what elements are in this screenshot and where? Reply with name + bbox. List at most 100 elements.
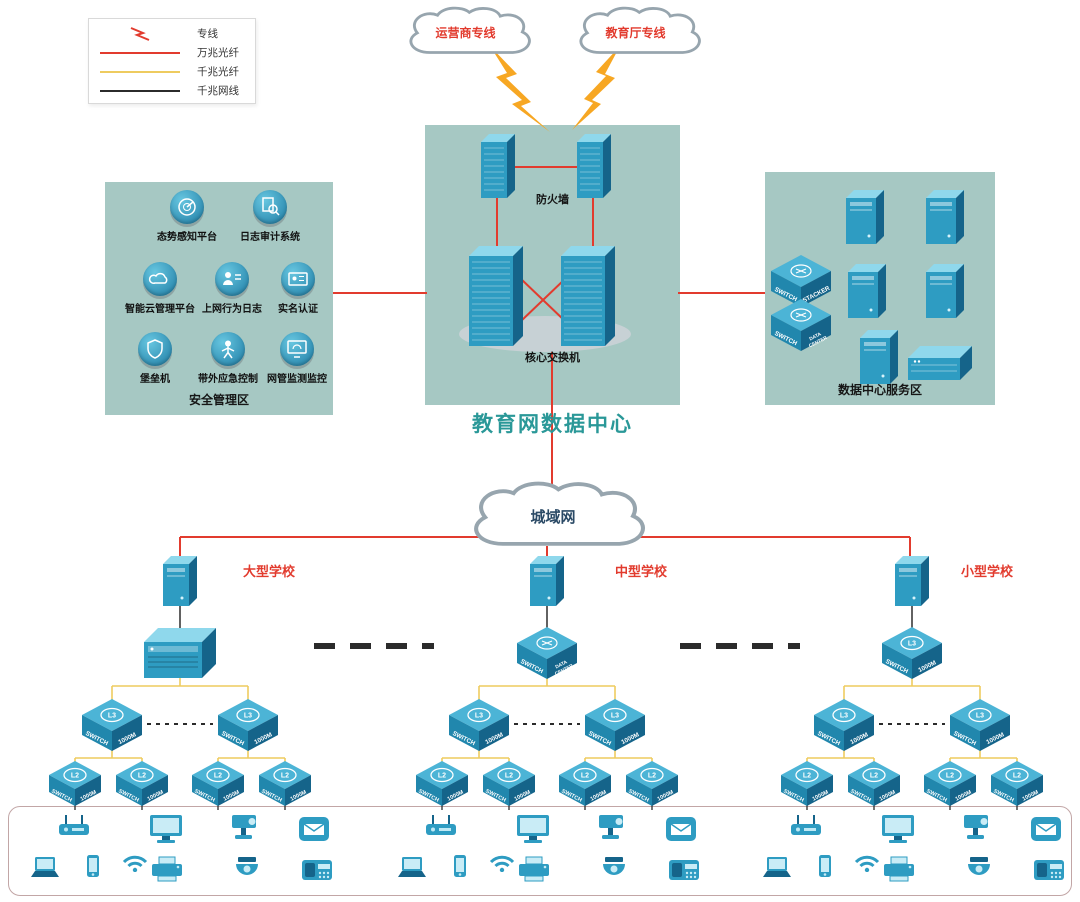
smartphone-icon — [818, 854, 832, 878]
svg-text:L2: L2 — [1013, 773, 1021, 780]
printer-icon — [517, 856, 551, 882]
svg-text:L2: L2 — [71, 773, 79, 780]
school-label-large: 大型学校 — [243, 564, 296, 579]
oob-control-icon — [211, 332, 245, 366]
cloud-manage-icon — [143, 262, 177, 296]
security-item-label: 带外应急控制 — [198, 374, 258, 385]
mail-terminal-icon — [1030, 816, 1062, 842]
svg-text:L3: L3 — [976, 713, 984, 720]
isp-cloud-label: 运营商专线 — [435, 25, 496, 40]
black-line-icon — [97, 89, 183, 92]
server-icon — [860, 330, 898, 384]
svg-text:L2: L2 — [281, 773, 289, 780]
dome-camera-icon — [232, 856, 262, 882]
situation-radar-icon — [170, 190, 204, 224]
security-item: 堡垒机 — [115, 332, 195, 385]
red-line-icon — [97, 51, 183, 54]
firewall-icon — [481, 134, 515, 198]
legend-label: 千兆光纤 — [197, 66, 239, 78]
monitor-icon — [148, 814, 184, 844]
svg-text:L3: L3 — [908, 641, 916, 648]
edu-cloud: 教育厅专线 — [568, 4, 703, 60]
security-item-label: 网管监测监控 — [267, 374, 327, 385]
svg-text:L2: L2 — [214, 773, 222, 780]
svg-text:L2: L2 — [581, 773, 589, 780]
printer-icon — [882, 856, 916, 882]
security-item-label: 智能云管理平台 — [125, 304, 195, 315]
school-label-medium: 中型学校 — [615, 564, 668, 579]
security-zone-title: 安全管理区 — [188, 393, 249, 407]
core-switch-icon — [561, 246, 615, 346]
school-server-icon — [163, 556, 197, 606]
security-item: 实名认证 — [258, 262, 338, 315]
svg-text:L3: L3 — [611, 713, 619, 720]
security-item-label: 态势感知平台 — [157, 232, 217, 243]
svg-text:L2: L2 — [438, 773, 446, 780]
svg-text:L2: L2 — [505, 773, 513, 780]
smartphone-icon — [453, 854, 467, 878]
wifi-signal-icon — [852, 848, 882, 872]
edu-cloud-label: 教育厅专线 — [605, 25, 666, 40]
legend-label: 千兆网线 — [197, 85, 239, 97]
legend-row: 千兆光纤 — [97, 62, 247, 81]
laptop-icon — [395, 856, 429, 880]
yellow-line-icon — [97, 70, 183, 73]
lightning-red-icon — [97, 26, 183, 41]
ptz-camera-icon — [595, 812, 631, 842]
server-icon — [846, 190, 884, 244]
mail-terminal-icon — [298, 816, 330, 842]
isp-cloud: 运营商专线 — [398, 4, 533, 60]
legend-label: 万兆光纤 — [197, 47, 239, 59]
wifi-signal-icon — [120, 848, 150, 872]
bastion-host-icon — [138, 332, 172, 366]
security-item-label: 日志审计系统 — [240, 232, 300, 243]
svg-text:L2: L2 — [138, 773, 146, 780]
rack-server-icon — [908, 346, 972, 380]
lightning-bolts — [490, 46, 620, 132]
laptop-icon — [760, 856, 794, 880]
legend-row: 万兆光纤 — [97, 43, 247, 62]
firewall-label: 防火墙 — [536, 194, 569, 206]
svg-text:L3: L3 — [840, 713, 848, 720]
server-icon — [926, 190, 964, 244]
wireless-ap-icon — [788, 814, 824, 842]
desk-phone-icon — [667, 858, 701, 882]
datacenter-title: 教育网数据中心 — [472, 413, 633, 436]
man-cloud-label: 城域网 — [530, 508, 576, 526]
mail-terminal-icon — [665, 816, 697, 842]
svg-text:L3: L3 — [244, 713, 252, 720]
school-server-icon — [895, 556, 929, 606]
smartphone-icon — [86, 854, 100, 878]
security-zone: 安全管理区 — [105, 182, 333, 415]
svg-text:L2: L2 — [946, 773, 954, 780]
legend-row: 专线 — [97, 24, 247, 43]
log-audit-icon — [253, 190, 287, 224]
server-icon — [926, 264, 964, 318]
terminal-devices-box — [8, 806, 1072, 896]
security-item: 智能云管理平台 — [120, 262, 200, 315]
svg-text:L2: L2 — [803, 773, 811, 780]
laptop-icon — [28, 856, 62, 880]
svg-text:L3: L3 — [108, 713, 116, 720]
printer-icon — [150, 856, 184, 882]
firewall-icon — [577, 134, 611, 198]
security-item: 日志审计系统 — [230, 190, 310, 243]
desk-phone-icon — [1032, 858, 1066, 882]
security-item: 带外应急控制 — [188, 332, 268, 385]
security-item-label: 堡垒机 — [140, 374, 170, 385]
wifi-signal-icon — [487, 848, 517, 872]
net-monitor-icon — [280, 332, 314, 366]
